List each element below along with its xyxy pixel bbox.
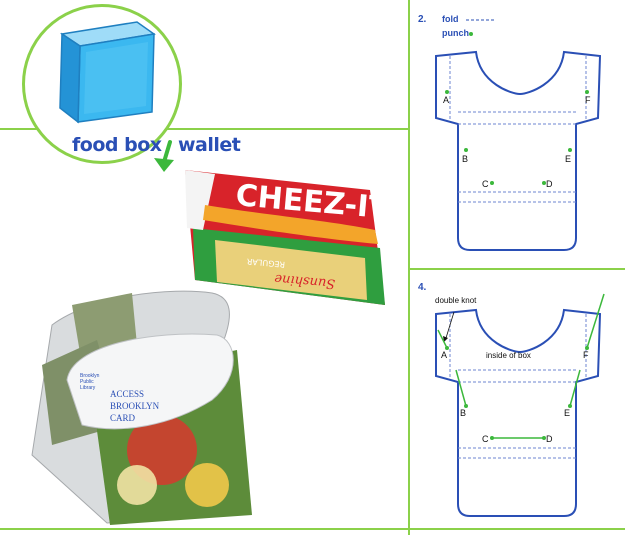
step2-point-a: A	[443, 95, 450, 105]
card-title2: BROOKLYN	[110, 401, 160, 411]
step4-point-c: C	[482, 434, 489, 444]
legend-fold-line	[466, 19, 494, 21]
inside-box-label: inside of box	[486, 351, 531, 360]
card-line2: Public	[80, 379, 94, 385]
card-title1: ACCESS	[110, 389, 144, 399]
step2-point-c: C	[482, 179, 489, 189]
step2-point-e: E	[565, 154, 572, 164]
divider-left-horizontal	[0, 128, 408, 130]
step2-template	[435, 50, 602, 251]
step4-point-a: A	[441, 350, 448, 360]
step4-template	[435, 293, 605, 517]
divider-vertical	[408, 0, 410, 535]
step2-point-f: F	[585, 95, 591, 105]
arrow-icon	[154, 140, 174, 172]
divider-bottom	[0, 528, 625, 530]
food-box-label: food box	[72, 134, 162, 156]
step4-point-f: F	[583, 350, 589, 360]
step4-number: 4.	[418, 282, 427, 293]
step4-point-b: B	[460, 408, 467, 418]
step2-point-b: B	[462, 154, 469, 164]
box-panel-text: Sunshine	[273, 271, 335, 291]
wallet-label: wallet	[178, 134, 241, 156]
legend-punch-label: punch	[442, 28, 469, 38]
divider-right-horizontal	[410, 268, 625, 270]
cheezit-box-photo: CHEEZ-IT Sunshine REGULAR	[185, 170, 391, 305]
food-box-icon	[59, 21, 156, 124]
legend-fold-label: fold	[442, 14, 459, 24]
wallet-photo: Brooklyn Public Library ACCESS BROOKLYN …	[31, 290, 252, 525]
card-line3: Library	[80, 385, 96, 391]
step4-point-e: E	[564, 408, 571, 418]
card-line1: Brooklyn	[80, 373, 100, 379]
legend-punch-dot	[469, 32, 473, 36]
step2-number: 2.	[418, 14, 427, 25]
step2-point-d: D	[546, 179, 553, 189]
card-title3: CARD	[110, 413, 136, 423]
double-knot-label: double knot	[435, 296, 477, 305]
box-regular-text: REGULAR	[246, 257, 285, 269]
step4-point-d: D	[546, 434, 553, 444]
